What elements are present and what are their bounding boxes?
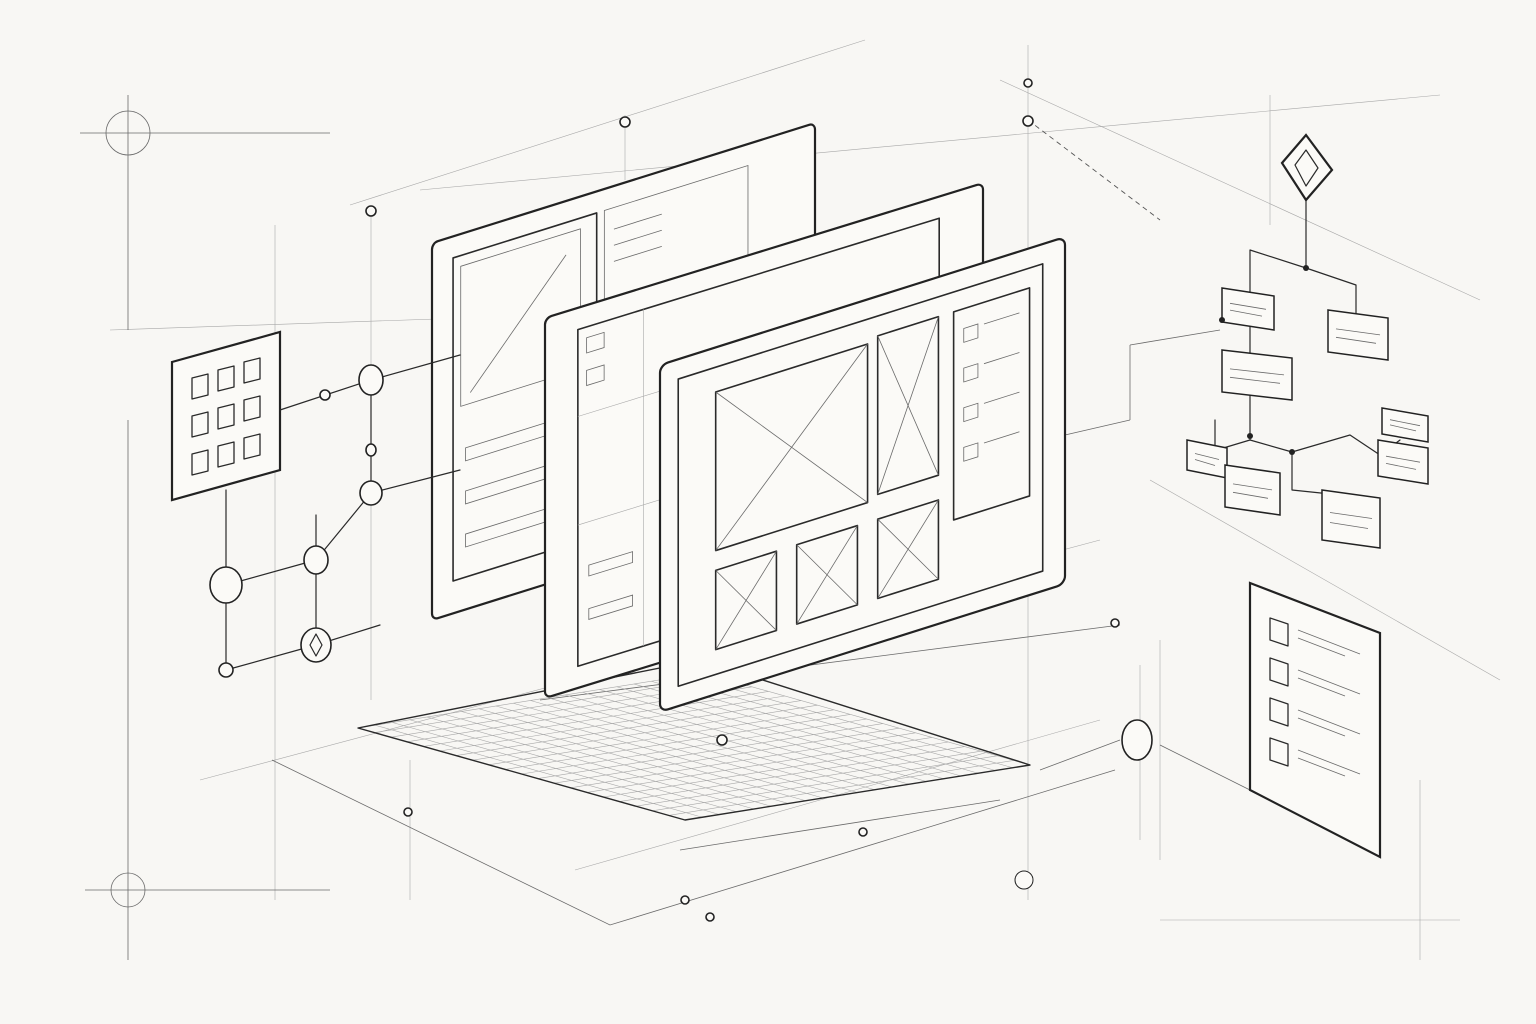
tree-node-box <box>1221 287 1275 331</box>
document-checkbox <box>1269 657 1289 687</box>
tree-node-text-line <box>1385 455 1421 463</box>
tree-node-text-line <box>1389 424 1417 432</box>
tree-node-text-line <box>1229 368 1285 376</box>
tree-node-text-line <box>1329 512 1373 519</box>
tree-node-text-line <box>1385 463 1417 470</box>
document-text-line <box>1297 749 1361 775</box>
flow-node <box>303 545 329 575</box>
flow-node <box>209 566 243 604</box>
document-panel <box>1248 581 1382 859</box>
app-grid-tile <box>243 357 261 384</box>
app-grid-tile <box>217 365 235 392</box>
tree-node-box <box>1224 464 1281 516</box>
floor-grid-line <box>548 698 875 790</box>
tree-node-box <box>1327 309 1389 361</box>
floor-grid-line <box>358 673 703 728</box>
tree-node-text-line <box>1232 491 1269 499</box>
decision-diamond-icon <box>300 627 332 663</box>
app-grid-tile <box>217 441 235 468</box>
tree-node-text-line <box>1194 453 1220 460</box>
document-text-line <box>1297 757 1346 777</box>
document-text-line <box>1297 717 1346 737</box>
flow-node <box>319 389 331 401</box>
front-wireframe-panel <box>660 237 1065 712</box>
floor-grid-line <box>489 710 834 765</box>
document-checkbox <box>1269 737 1289 767</box>
tree-node-text-line <box>1335 336 1377 344</box>
floor-grid-line <box>472 705 817 760</box>
floor-grid-line <box>703 673 1030 765</box>
app-grid-tile <box>191 449 209 476</box>
connector-nodes <box>365 78 1153 922</box>
app-grid-tile <box>191 373 209 400</box>
floor-grid-line <box>582 692 909 784</box>
flow-node <box>359 480 383 506</box>
document-text-line <box>1297 629 1361 655</box>
document-text-line <box>1297 677 1346 697</box>
tree-node-box <box>1377 439 1429 485</box>
floor-grid-line <box>505 714 850 769</box>
tree-node-box <box>1186 439 1228 479</box>
app-grid-tile <box>191 411 209 438</box>
app-grid-tile <box>243 395 261 422</box>
document-checkbox <box>1269 617 1289 647</box>
floor-grid-line <box>456 701 801 756</box>
tree-node-text-line <box>1329 522 1369 529</box>
left-flowchart <box>209 354 461 678</box>
app-grid-tile <box>243 433 261 460</box>
image-placeholder-icon <box>716 344 868 551</box>
tree-node-text-line <box>1229 376 1281 384</box>
document-text-line <box>1297 669 1361 695</box>
tree-node-box <box>1321 489 1381 549</box>
tree-node-text-line <box>1389 419 1421 427</box>
flow-node <box>365 443 377 457</box>
floor-grid-line <box>423 691 768 746</box>
crosshair-icon <box>80 95 330 330</box>
document-text-line <box>1297 637 1346 657</box>
app-grid-tile <box>217 403 235 430</box>
document-text-line <box>1297 709 1361 735</box>
tree-node-text-line <box>1232 483 1273 491</box>
tree-node-box <box>1221 349 1293 401</box>
document-checkbox <box>1269 697 1289 727</box>
grid-app-icon <box>170 330 282 502</box>
decision-diamond-icon <box>1280 133 1334 202</box>
tree-node-text-line <box>1335 328 1381 336</box>
flow-node <box>358 364 384 396</box>
floor-grid-line <box>440 696 785 751</box>
tree-node-box <box>1381 407 1429 443</box>
floor-grid-line <box>669 679 996 771</box>
right-tree-diagram <box>1186 133 1429 549</box>
floor-grid-line <box>600 690 927 782</box>
flow-node <box>218 662 234 678</box>
floor-grid-line <box>686 676 1013 768</box>
floor-grid-plane <box>358 673 1030 820</box>
floor-grid-line <box>522 719 867 774</box>
tree-node-text-line <box>1229 309 1263 317</box>
floor-grid-line <box>565 695 892 787</box>
crosshair-icon <box>85 420 330 960</box>
tree-node-text-line <box>1194 459 1216 466</box>
tree-node-text-line <box>1229 302 1267 310</box>
